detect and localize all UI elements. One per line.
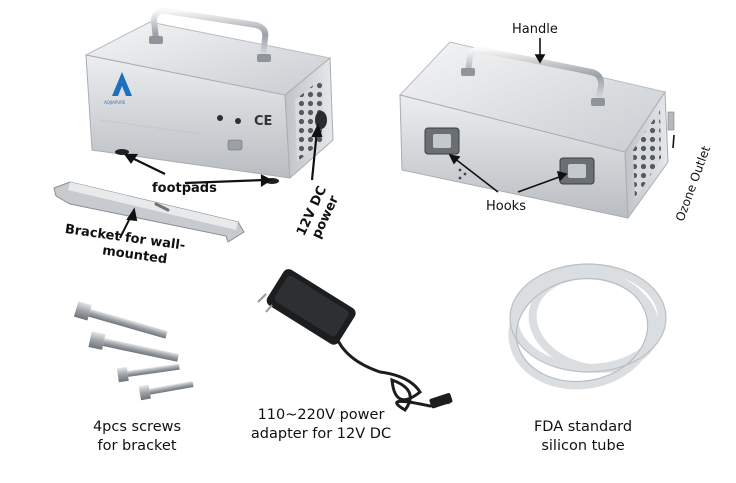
footpads-arrows [123, 123, 323, 187]
brand-logo-icon [112, 72, 132, 96]
screws-caption-line1: 4pcs screws [92, 419, 182, 435]
adapter-caption: 110~220V power adapter for 12V DC [226, 406, 416, 444]
ce-mark-text: CE [254, 114, 272, 129]
screws-caption-line2: for bracket [97, 438, 177, 454]
adapter-caption-line2: adapter for 12V DC [250, 426, 392, 442]
tube-caption-line1: FDA standard [533, 419, 633, 435]
tube-caption: FDA standard silicon tube [508, 418, 658, 456]
hooks-label: Hooks [486, 199, 526, 214]
adapter-caption-line1: 110~220V power [257, 407, 385, 423]
power-adapter [257, 269, 453, 412]
footpads-label: footpads [152, 181, 217, 196]
handle-and-hooks-arrows [448, 38, 675, 193]
handle-label: Handle [512, 22, 558, 37]
device-brand-text: AOJIAPURE [104, 100, 126, 105]
bracket-arrow [119, 207, 138, 239]
screws-caption: 4pcs screws for bracket [62, 418, 212, 456]
ozone-generator-back-view [399, 41, 675, 220]
screws-set [73, 301, 194, 401]
silicone-tube-coil [508, 264, 666, 390]
wall-bracket [53, 181, 245, 243]
ozone-generator-front-view: AOJIAPURE CE [84, 7, 334, 184]
tube-caption-line2: silicon tube [541, 438, 625, 454]
